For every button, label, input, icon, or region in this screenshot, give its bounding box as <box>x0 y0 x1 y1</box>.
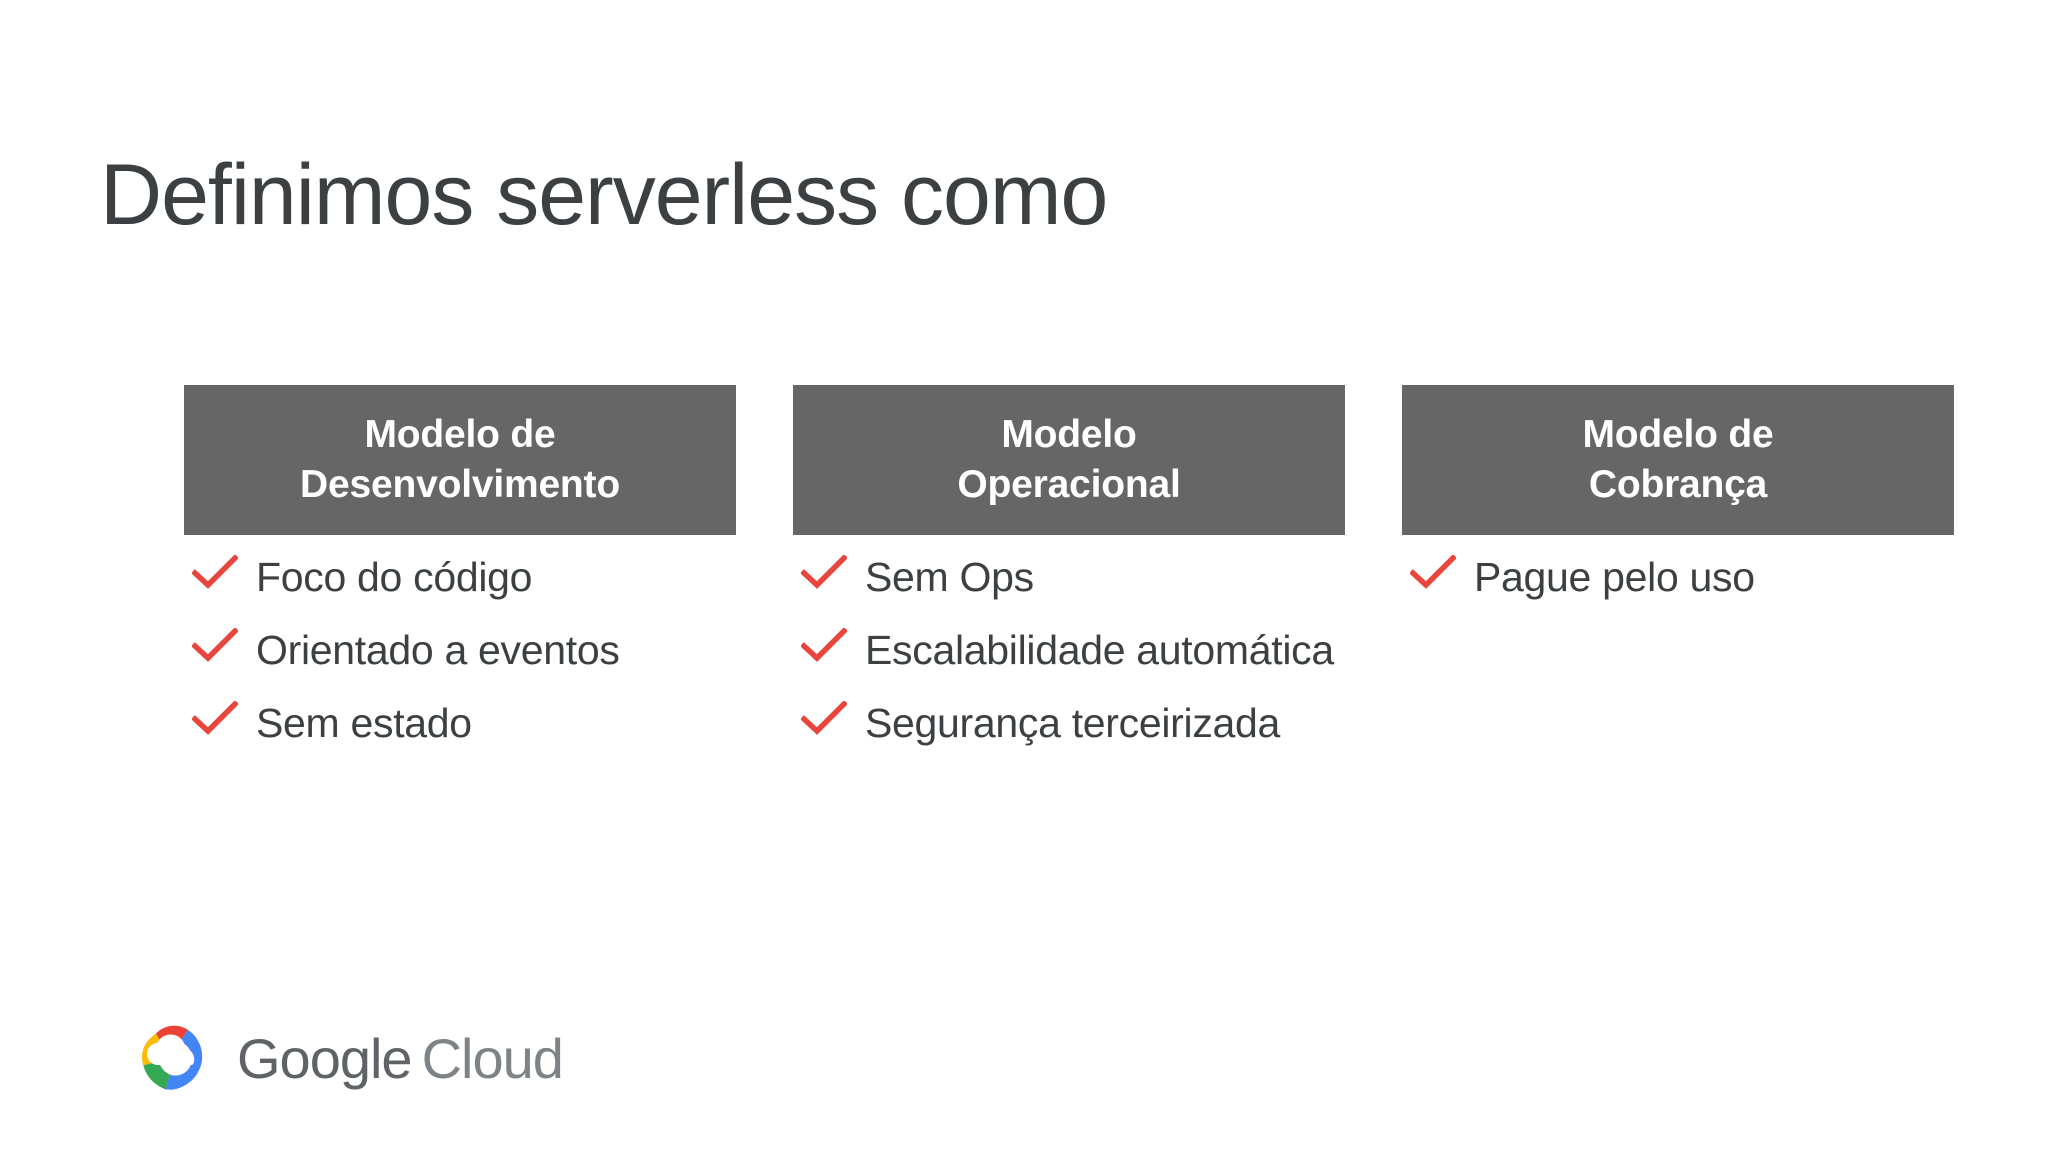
check-icon <box>801 555 865 589</box>
list-item-label: Orientado a eventos <box>256 627 620 673</box>
column-billing-model: Modelo de Cobrança Pague pelo uso <box>1402 385 1954 776</box>
model-columns: Modelo de Desenvolvimento Foco do código… <box>184 385 1960 776</box>
column-development-model: Modelo de Desenvolvimento Foco do código… <box>184 385 736 776</box>
column-header-billing-model: Modelo de Cobrança <box>1402 385 1954 535</box>
list-item-label: Segurança terceirizada <box>865 700 1281 746</box>
column-header-development-model: Modelo de Desenvolvimento <box>184 385 736 535</box>
list-item: Escalabilidade automática <box>801 627 1345 703</box>
column-list-operational-model: Sem Ops Escalabilidade automática Segura… <box>793 554 1345 776</box>
page-title: Definimos serverless como <box>100 147 1108 243</box>
check-icon <box>1410 555 1474 589</box>
column-header-line-1: Modelo de <box>364 413 556 457</box>
list-item: Pague pelo uso <box>1410 554 1954 630</box>
list-item-label: Sem estado <box>256 700 472 746</box>
list-item: Segurança terceirizada <box>801 700 1345 776</box>
brand-word-cloud: Cloud <box>421 1027 564 1090</box>
check-icon <box>192 555 256 589</box>
list-item: Foco do código <box>192 554 736 630</box>
list-item: Orientado a eventos <box>192 627 736 703</box>
list-item: Sem estado <box>192 700 736 776</box>
column-operational-model: Modelo Operacional Sem Ops Escalabilidad… <box>793 385 1345 776</box>
list-item-label: Escalabilidade automática <box>865 627 1334 673</box>
column-list-billing-model: Pague pelo uso <box>1402 554 1954 630</box>
column-header-line-2: Cobrança <box>1588 463 1768 506</box>
check-icon <box>801 701 865 735</box>
check-icon <box>192 628 256 662</box>
column-header-line-1: Modelo <box>1001 413 1137 457</box>
list-item-label: Foco do código <box>256 554 533 600</box>
column-header-line-2: Desenvolvimento <box>300 463 620 506</box>
list-item-label: Pague pelo uso <box>1474 554 1755 600</box>
column-list-development-model: Foco do código Orientado a eventos Sem e… <box>184 554 736 776</box>
column-header-operational-model: Modelo Operacional <box>793 385 1345 535</box>
column-header-line-1: Modelo de <box>1582 413 1774 457</box>
check-icon <box>192 701 256 735</box>
check-icon <box>801 628 865 662</box>
google-cloud-logo-icon <box>133 1022 213 1096</box>
column-header-line-2: Operacional <box>957 463 1181 506</box>
brand-word-google: Google <box>237 1027 413 1090</box>
list-item: Sem Ops <box>801 554 1345 630</box>
list-item-label: Sem Ops <box>865 554 1034 600</box>
